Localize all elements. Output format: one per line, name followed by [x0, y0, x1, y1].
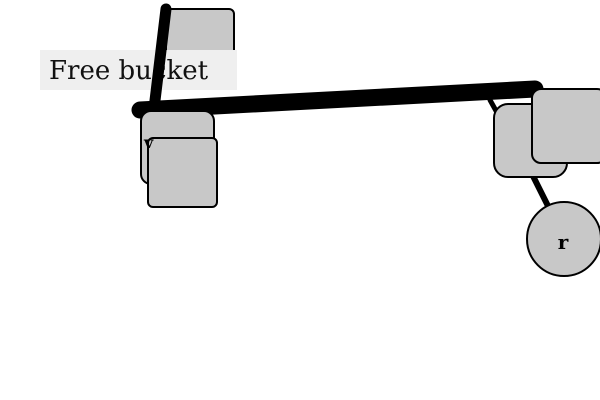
caption-text: Free bucket: [49, 56, 209, 86]
left-front-box: [147, 137, 218, 208]
right-node: [493, 88, 600, 178]
node-r: r: [526, 201, 600, 277]
right-front-box: [531, 88, 600, 164]
edge-long: [131, 80, 544, 119]
caption: Free bucket: [40, 50, 237, 90]
node-r-label: r: [558, 230, 569, 254]
caption-background: [40, 50, 237, 90]
node-r-circle: [526, 201, 600, 277]
node-v-label: v: [143, 133, 154, 152]
left-node: v: [140, 110, 218, 208]
